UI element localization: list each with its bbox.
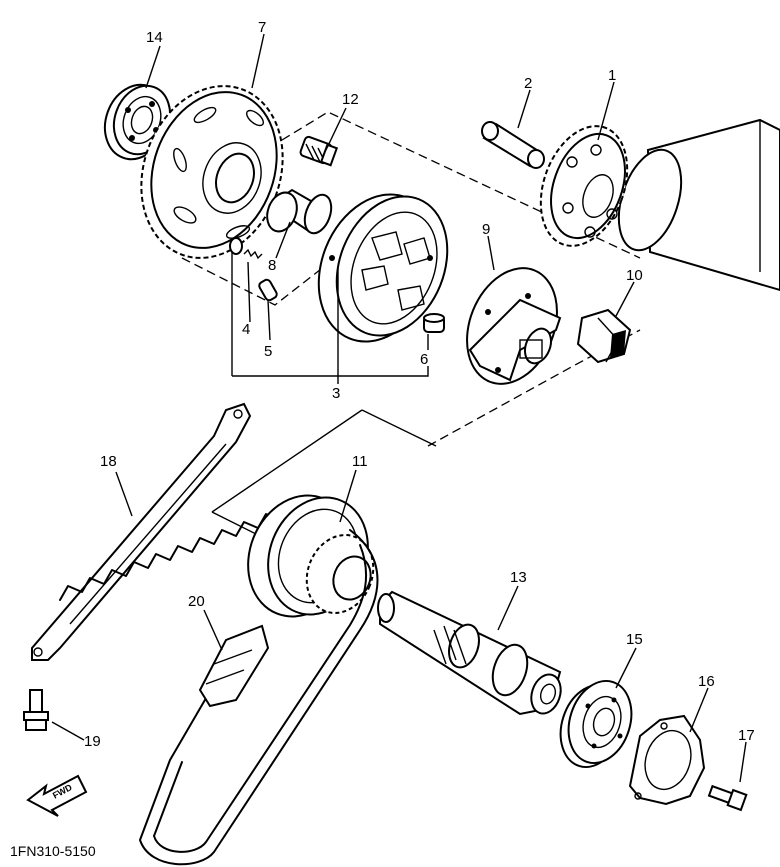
- part-10-damper: [576, 308, 632, 364]
- part-6-roller: [423, 313, 445, 333]
- part-12-bolt: [299, 135, 339, 167]
- part-16-retainer: [628, 714, 706, 806]
- callout-20: 20: [188, 593, 205, 610]
- callout-15: 15: [626, 631, 643, 648]
- callout-2: 2: [524, 75, 532, 92]
- part-9-clutch-boss: [466, 267, 562, 385]
- part-11-idler-gear: [247, 494, 375, 618]
- forward-direction-arrow: FWD: [26, 774, 88, 817]
- part-1-starter-motor: [539, 118, 780, 292]
- callout-9: 9: [482, 221, 490, 238]
- leader-lines: [51, 33, 747, 783]
- callout-4: 4: [242, 321, 250, 338]
- callout-3: 3: [332, 385, 340, 402]
- part-3-starter-clutch: [317, 193, 449, 343]
- catalog-code: 1FN310-5150: [10, 843, 96, 859]
- callout-14: 14: [146, 29, 163, 46]
- part-20-starter-chain: [139, 529, 379, 866]
- callout-labels: 1 2 3 4 5 6 7 8 9 10 11 12 13 14 15 16 1…: [84, 19, 755, 750]
- callout-6: 6: [420, 351, 428, 368]
- callout-5: 5: [264, 343, 272, 360]
- part-13-shaft: [377, 590, 562, 716]
- callout-17: 17: [738, 727, 755, 744]
- callout-18: 18: [100, 453, 117, 470]
- part-15-bearing: [559, 679, 633, 769]
- part-7-starter-gear: [140, 85, 284, 259]
- callout-7: 7: [258, 19, 266, 36]
- part-4-spring: [229, 237, 263, 260]
- callout-19: 19: [84, 733, 101, 750]
- callout-1: 1: [608, 67, 616, 84]
- callout-12: 12: [342, 91, 359, 108]
- callout-13: 13: [510, 569, 527, 586]
- callout-11: 11: [352, 453, 368, 470]
- part-19-screw: [23, 689, 49, 731]
- part-17-bolt: [707, 784, 748, 812]
- callout-10: 10: [626, 267, 643, 284]
- part-18-chain-guide: [31, 402, 289, 661]
- callout-8: 8: [268, 257, 276, 274]
- part-8-collar: [266, 188, 333, 235]
- callout-16: 16: [698, 673, 715, 690]
- part-5-plunger: [258, 278, 278, 302]
- part-2-pin: [481, 121, 545, 169]
